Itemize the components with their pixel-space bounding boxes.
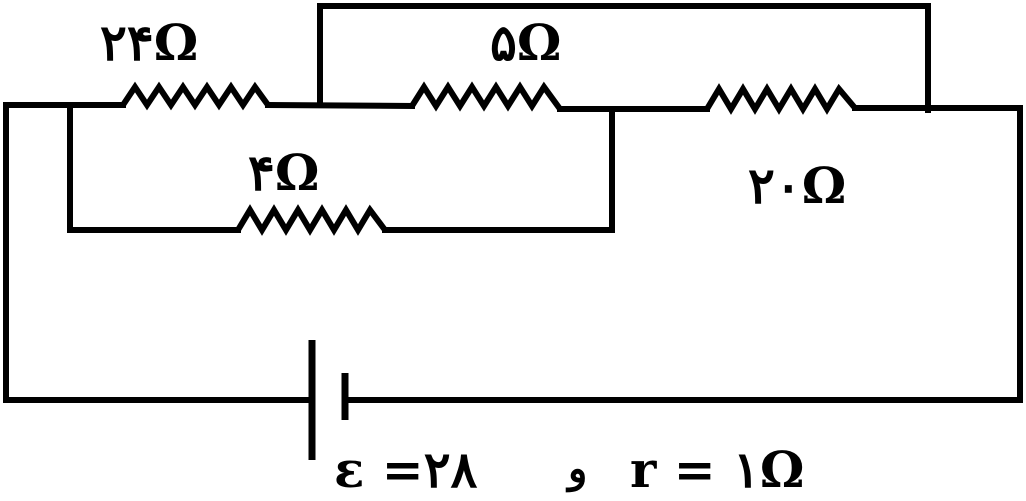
battery-symbol xyxy=(308,340,349,460)
resistor-5ohm-label: ۵Ω xyxy=(490,13,561,72)
resistor-5ohm xyxy=(409,81,563,112)
outer-loop-wire xyxy=(3,102,315,403)
battery-conjunction-label: و xyxy=(565,445,587,493)
upper-bypass-wire xyxy=(317,3,931,113)
resistor-20ohm xyxy=(704,83,858,115)
battery-emf-label: ε =۲۸ xyxy=(334,440,478,499)
inner-loop-wire-left xyxy=(67,102,241,233)
resistor-20ohm-label: ۲۰Ω xyxy=(748,156,846,215)
inner-loop-wire-right xyxy=(382,106,615,233)
wires xyxy=(3,3,1023,403)
resistor-24ohm-label: ۲۴Ω xyxy=(100,13,198,72)
outer-loop-wire-right xyxy=(342,105,1023,403)
battery-internal-resistance-label: r = ۱Ω xyxy=(630,440,804,499)
resistor-24ohm xyxy=(120,81,271,111)
resistor-4ohm xyxy=(235,204,388,236)
wire-24-to-5 xyxy=(264,101,416,110)
resistor-4ohm-label: ۴Ω xyxy=(248,143,319,202)
